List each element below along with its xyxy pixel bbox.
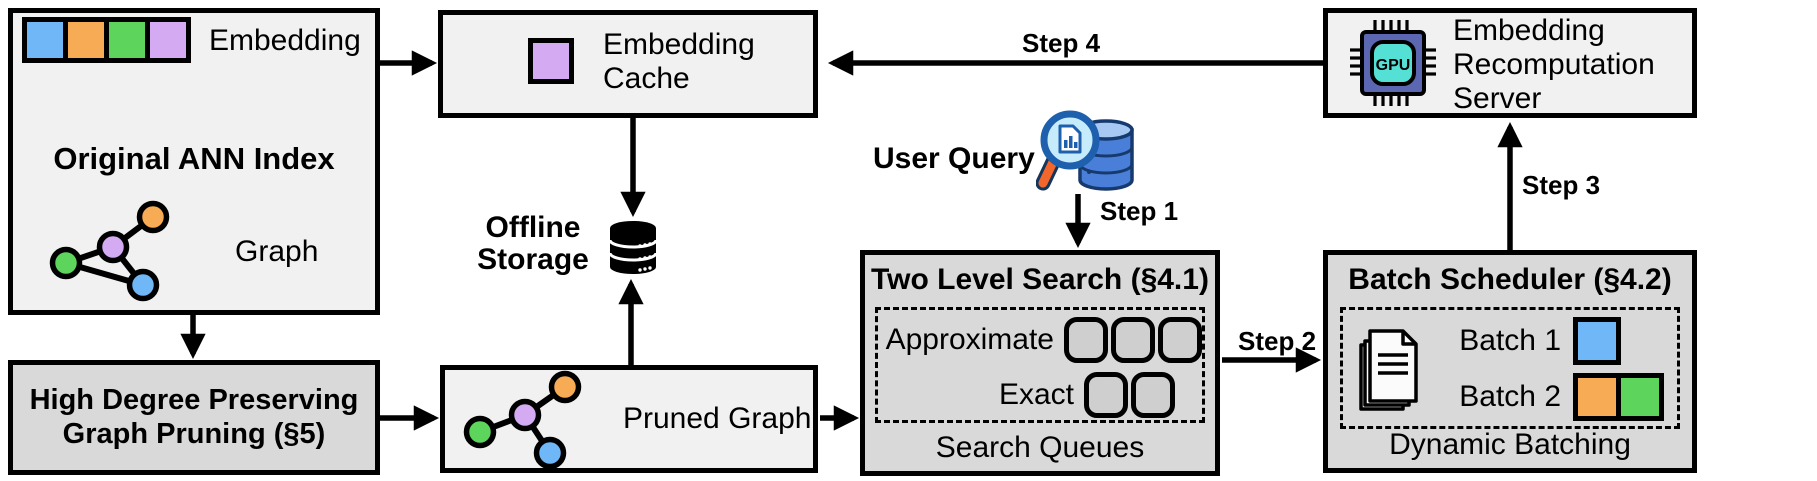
pruned-graph-box: Pruned Graph bbox=[440, 365, 818, 473]
dynamic-batching-group: Batch 1 Batch 2 bbox=[1340, 307, 1680, 429]
gpu-chip-icon: GPU bbox=[1350, 20, 1436, 106]
embedding-cell-green bbox=[109, 22, 145, 58]
batch-scheduler-box: Batch Scheduler (§4.2) Batch 1 Batch 2 bbox=[1323, 250, 1697, 473]
query-cell-orange bbox=[1578, 378, 1616, 416]
two-level-search-box: Two Level Search (§4.1) Approximate Exac… bbox=[860, 250, 1220, 476]
offline-storage-label: Offline Storage bbox=[477, 211, 589, 277]
embedding-vector-icon bbox=[22, 17, 191, 63]
step2-label: Step 2 bbox=[1238, 326, 1317, 356]
documents-stack-icon bbox=[1359, 329, 1418, 411]
recomputation-server-label: Embedding Recomputation Server bbox=[1453, 14, 1655, 115]
original-ann-index-title: Original ANN Index bbox=[53, 141, 335, 176]
approximate-queue-slots bbox=[1064, 316, 1202, 363]
queue-slot bbox=[1111, 316, 1155, 363]
two-level-search-title: Two Level Search (§4.1) bbox=[871, 263, 1209, 296]
exact-queue-slots bbox=[1084, 371, 1175, 418]
search-queues-group: Approximate Exact bbox=[875, 307, 1205, 423]
graph-label: Graph bbox=[235, 235, 319, 268]
batch2-label: Batch 2 bbox=[1459, 380, 1561, 413]
step4-label: Step 4 bbox=[1022, 28, 1101, 58]
query-cell-blue bbox=[1578, 322, 1616, 360]
offline-storage-database-icon bbox=[608, 221, 658, 274]
gpu-chip-label: GPU bbox=[1376, 57, 1411, 74]
embedding-cache-label: Embedding Cache bbox=[603, 28, 755, 95]
step1-label: Step 1 bbox=[1100, 196, 1179, 226]
pruned-graph-label: Pruned Graph bbox=[623, 402, 812, 435]
queue-slot bbox=[1084, 371, 1128, 418]
step3-label: Step 3 bbox=[1522, 170, 1601, 200]
pruned-graph-icon bbox=[463, 370, 582, 470]
search-queues-caption: Search Queues bbox=[935, 431, 1145, 464]
query-cell-green bbox=[1621, 378, 1659, 416]
batch-scheduler-title: Batch Scheduler (§4.2) bbox=[1348, 263, 1672, 296]
batch2-row: Batch 2 bbox=[1343, 369, 1677, 425]
batch1-queries bbox=[1573, 317, 1621, 365]
batch1-label: Batch 1 bbox=[1459, 324, 1561, 357]
cached-embedding-icon bbox=[528, 38, 574, 84]
approximate-label: Approximate bbox=[885, 322, 1054, 356]
dynamic-batching-caption: Dynamic Batching bbox=[1389, 428, 1631, 461]
graph-pruning-label: High Degree Preserving Graph Pruning (§5… bbox=[29, 384, 359, 450]
embedding-cell-blue bbox=[27, 22, 63, 58]
queue-slot bbox=[1158, 316, 1202, 363]
user-query-label: User Query bbox=[873, 142, 1035, 175]
batch1-row: Batch 1 bbox=[1343, 313, 1677, 369]
queue-slot bbox=[1131, 371, 1175, 418]
exact-label: Exact bbox=[998, 377, 1074, 411]
user-query-icon bbox=[1036, 110, 1134, 191]
original-ann-index-box: Embedding Original ANN Index Graph bbox=[8, 8, 380, 315]
graph-pruning-box: High Degree Preserving Graph Pruning (§5… bbox=[8, 360, 380, 475]
embedding-cell-purple bbox=[150, 22, 186, 58]
embedding-label: Embedding bbox=[209, 24, 361, 57]
approximate-queue-row: Approximate bbox=[878, 312, 1202, 367]
batch2-queries bbox=[1573, 373, 1664, 421]
exact-queue-row: Exact bbox=[878, 367, 1202, 422]
queue-slot bbox=[1064, 316, 1108, 363]
embedding-cache-box: Embedding Cache bbox=[438, 10, 818, 118]
embedding-cell-orange bbox=[68, 22, 104, 58]
recomputation-server-box: GPU Embedding Recomputation Server bbox=[1323, 8, 1697, 118]
original-graph-icon bbox=[49, 200, 170, 302]
